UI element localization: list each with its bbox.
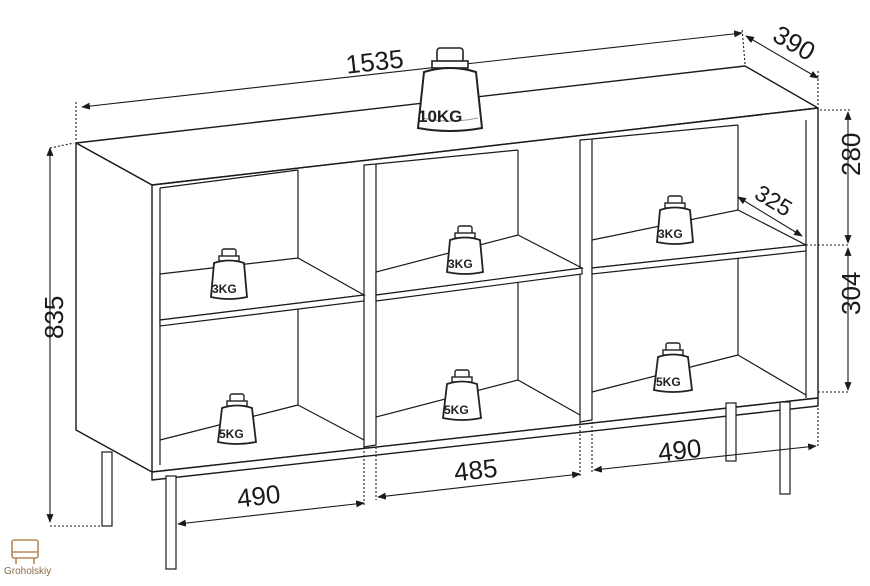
brand-name: Groholskiy <box>4 566 52 577</box>
weight-5kg-middle-label: 5KG <box>444 403 469 417</box>
dimension-lines <box>46 27 852 527</box>
brand-chair-icon <box>11 539 39 564</box>
height-dimension-label: 835 <box>39 296 69 339</box>
top-section-height-label: 280 <box>836 133 866 176</box>
weight-5kg-left-icon: 5KG <box>217 393 257 445</box>
weight-5kg-right-label: 5KG <box>656 375 681 389</box>
weight-5kg-right-icon: 5KG <box>653 342 693 393</box>
weight-3kg-left-label: 3KG <box>212 282 237 296</box>
depth-dimension-label: 390 <box>768 19 821 67</box>
shelf-depth-label: 325 <box>750 180 796 222</box>
right-compartment-width-label: 490 <box>656 433 703 468</box>
weight-5kg-left-label: 5KG <box>219 427 244 441</box>
weight-3kg-right-label: 3KG <box>658 227 683 241</box>
width-dimension-label: 1535 <box>344 43 405 79</box>
bottom-section-height-label: 304 <box>836 272 866 315</box>
weight-5kg-middle-icon: 5KG <box>442 369 482 421</box>
weight-3kg-middle-label: 3KG <box>448 257 473 271</box>
weight-10kg-label: 10KG <box>418 107 462 126</box>
middle-compartment-width-label: 485 <box>452 453 499 488</box>
left-compartment-width-label: 490 <box>235 479 282 514</box>
weight-10kg-icon: 10KG <box>416 47 484 132</box>
weight-3kg-right-icon: 3KG <box>656 195 694 245</box>
weight-3kg-left-icon: 3KG <box>210 248 248 300</box>
cabinet-legs <box>101 401 791 570</box>
weight-3kg-middle-icon: 3KG <box>446 225 484 275</box>
